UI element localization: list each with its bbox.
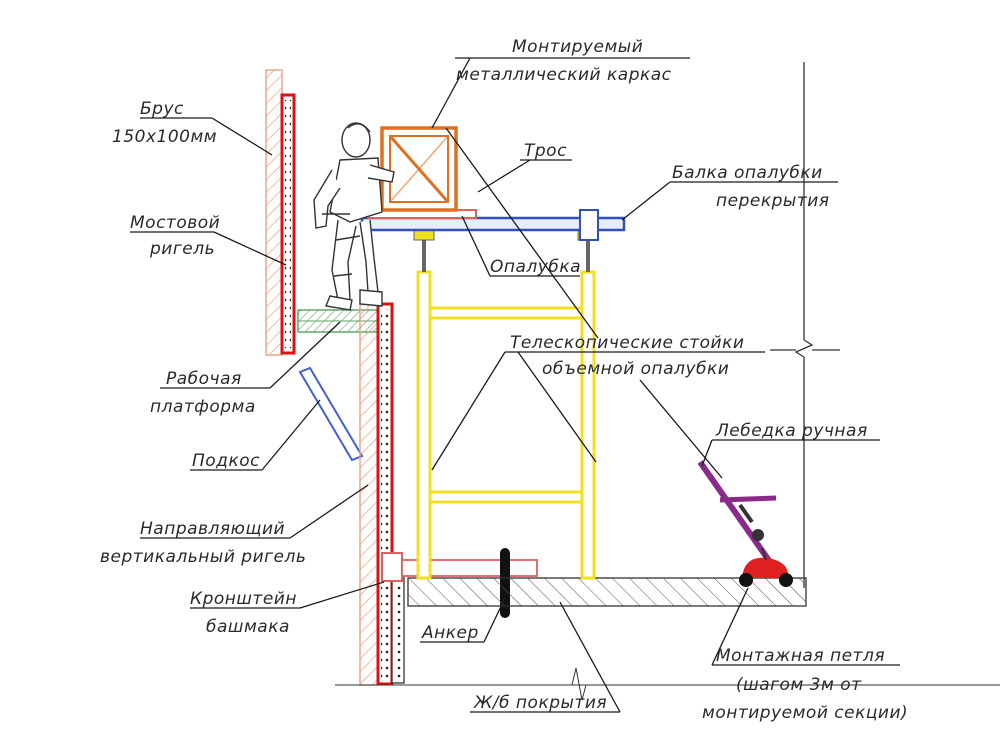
guide-vertical-crossbar (376, 302, 394, 686)
timber-beam-lower (359, 299, 379, 686)
label-most-1: Мостовой (130, 213, 220, 233)
label-tel-1: Телескопические стойки (510, 333, 744, 353)
timber-beam-upper (265, 69, 283, 356)
label-napr-2: вертикальный ригель (100, 547, 306, 567)
hand-winch (697, 460, 777, 564)
label-balka-2: перекрытия (716, 191, 829, 211)
ground-line (335, 667, 1000, 701)
label-balka-1: Балка опалубки (672, 163, 823, 183)
label-rab-1: Рабочая (166, 369, 242, 389)
label-petlya-3: монтируемой секции) (702, 703, 908, 723)
metal-frame (380, 126, 458, 212)
label-most-2: ригель (149, 239, 215, 259)
section-break-line (770, 62, 840, 588)
diagonal-strut (298, 366, 364, 462)
label-brus-2: 150x100мм (112, 127, 217, 147)
label-mont-1: Монтируемый (512, 37, 643, 57)
telescopic-props (413, 227, 599, 580)
label-zhb: Ж/б покрытия (473, 693, 607, 713)
label-opalubka: Опалубка (490, 257, 581, 277)
worker-figure (313, 122, 395, 311)
label-petlya-1: Монтажная петля (716, 646, 885, 666)
label-brus-1: Брус (140, 99, 184, 119)
label-podkos: Подкос (192, 451, 260, 471)
label-anker: Анкер (421, 623, 479, 643)
label-petlya-2: (шагом 3м от (736, 675, 862, 695)
label-rab-2: платформа (150, 397, 256, 417)
label-tros: Трос (524, 141, 567, 161)
label-napr-1: Направляющий (140, 519, 285, 539)
label-kron-2: башмака (206, 617, 290, 637)
shoe-bracket (381, 552, 538, 582)
leader-lines (130, 57, 900, 713)
label-kron-1: Кронштейн (190, 589, 297, 609)
label-mont-2: металлический каркас (456, 65, 672, 85)
mounting-loop (739, 547, 793, 587)
label-tel-2: объемной опалубки (542, 359, 729, 379)
labels: Брус 150x100мм Мостовой ригель Рабочая п… (100, 37, 908, 723)
label-lebedka: Лебедка ручная (715, 421, 868, 441)
bridge-crossbar (280, 93, 296, 355)
